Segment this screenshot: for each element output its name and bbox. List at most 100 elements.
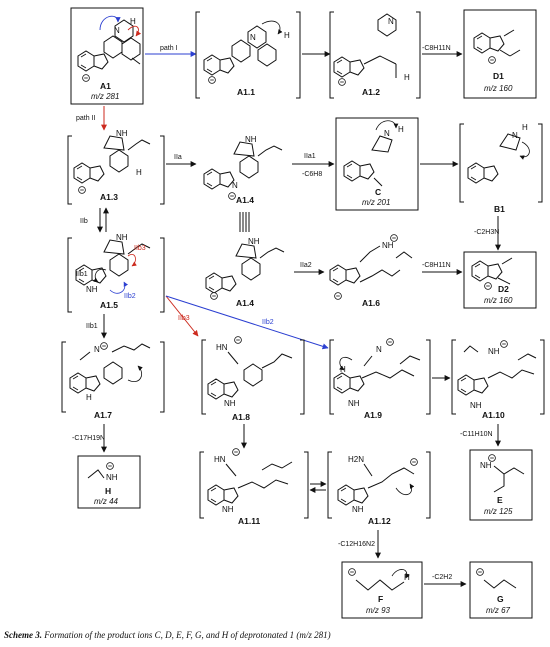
svg-text:NH: NH	[222, 505, 234, 514]
mz-C: m/z 201	[362, 198, 390, 207]
arrow-label-IIb3: IIb3	[178, 315, 190, 322]
label-A1-7: A1.7	[94, 410, 112, 420]
caption-text: Formation of the product ions C, D, E, F…	[44, 630, 331, 640]
svg-text:NH: NH	[245, 135, 257, 144]
svg-text:H2N: H2N	[348, 455, 364, 464]
arrow-IIb2: IIb2	[165, 295, 329, 350]
svg-text:H: H	[398, 125, 404, 134]
scheme-caption: Scheme 3. Formation of the product ions …	[4, 630, 544, 640]
svg-text:N: N	[232, 181, 238, 190]
label-G: G	[497, 594, 504, 604]
label-A1-10: A1.10	[482, 410, 505, 420]
arrow-label-loss-C2H2: -C2H2	[432, 574, 452, 581]
arrow-label-loss-C2H3N: -C2H3N	[474, 229, 499, 236]
compound-A1-8: HN NH A1.8	[201, 336, 305, 422]
arrow-path-II: path II	[76, 106, 107, 131]
A1-5-IIb2: IIb2	[124, 293, 136, 300]
label-A1-1: A1.1	[237, 87, 255, 97]
label-B1: B1	[494, 204, 505, 214]
compound-A1-4-top: NH N A1.4	[203, 135, 283, 205]
svg-text:H: H	[284, 31, 290, 40]
svg-text:NH: NH	[248, 237, 260, 246]
label-A1-12: A1.12	[368, 516, 391, 526]
mz-D2: m/z 160	[484, 296, 513, 305]
svg-text:NH: NH	[116, 129, 128, 138]
arrow-IIa: IIa	[166, 154, 197, 167]
arrow-label-IIa2: IIa2	[300, 262, 312, 269]
arrow-label-loss-C8H11N-2: -C8H11N	[422, 262, 451, 269]
compound-A1-1: N H A1.1	[195, 11, 301, 99]
svg-text:N: N	[512, 131, 518, 140]
arrow-loss-C2H2: -C2H2	[424, 574, 467, 587]
arrow-label-path-I: path I	[160, 45, 178, 52]
mz-A1: m/z 281	[91, 92, 119, 101]
compound-B1: N H B1	[459, 123, 543, 214]
arrow-label-path-II: path II	[76, 115, 96, 122]
label-A1-2: A1.2	[362, 87, 380, 97]
label-A1-6: A1.6	[362, 298, 380, 308]
compound-A1-11: HN NH A1.11	[199, 448, 309, 526]
arrow-label-loss-C11H10N: -C11H10N	[460, 431, 493, 438]
svg-text:N: N	[388, 17, 394, 26]
compound-A1-5: NH NH IIb1 IIb2 IIb3 A1.5	[67, 233, 165, 313]
svg-text:NH: NH	[382, 241, 394, 250]
label-A1-3: A1.3	[100, 192, 118, 202]
arrow-label-loss-C8H11N-1: -C8H11N	[422, 45, 451, 52]
svg-text:N: N	[94, 345, 100, 354]
svg-text:N: N	[114, 26, 120, 35]
mz-G: m/z 67	[486, 606, 511, 615]
svg-text:NH: NH	[470, 401, 482, 410]
label-A1-11: A1.11	[238, 516, 260, 526]
svg-text:H: H	[136, 168, 142, 177]
label-A1-4-top: A1.4	[236, 195, 254, 205]
compound-A1-3: NH H A1.3	[67, 129, 165, 205]
arrow-label-loss-C6H8: -C6H8	[302, 171, 322, 178]
compound-A1: N H A1 m/z 281	[70, 7, 144, 105]
arrow-path-I: path I	[145, 45, 197, 57]
mz-E: m/z 125	[484, 507, 513, 516]
svg-text:NH: NH	[480, 461, 492, 470]
arrow-loss-C8H11N-2: -C8H11N	[422, 262, 463, 275]
svg-text:H: H	[522, 123, 528, 132]
caption-prefix: Scheme 3.	[4, 630, 42, 640]
compound-F: H F m/z 93	[341, 561, 423, 619]
svg-text:N: N	[384, 129, 390, 138]
svg-text:NH: NH	[86, 285, 98, 294]
arrow-label-IIb2: IIb2	[262, 319, 274, 326]
arrow-loss-C12H16N2: -C12H16N2	[338, 530, 381, 559]
svg-text:HN: HN	[214, 455, 226, 464]
arrow-label-IIa: IIa	[174, 154, 182, 161]
arrow-loss-C17H19N: -C17H19N	[72, 424, 107, 453]
label-A1-8: A1.8	[232, 412, 250, 422]
A1-5-IIb3: IIb3	[134, 245, 146, 252]
label-A1-4-bottom: A1.4	[236, 298, 254, 308]
compound-E: NH E m/z 125	[469, 449, 533, 521]
arrow-loss-C8H11N-1: -C8H11N	[422, 45, 463, 57]
svg-text:NH: NH	[352, 505, 364, 514]
arrow-label-IIb1: IIb1	[86, 323, 98, 330]
compound-G: G m/z 67	[469, 561, 533, 619]
compound-A1-6: NH A1.6	[329, 234, 413, 308]
label-F: F	[378, 594, 383, 604]
compound-H: NH H m/z 44	[77, 455, 141, 509]
label-E: E	[497, 495, 503, 505]
svg-text:N: N	[250, 33, 256, 42]
compound-A1-7: N H A1.7	[61, 341, 165, 420]
compound-A1-9: N H NH A1.9	[329, 338, 431, 420]
label-A1: A1	[100, 81, 111, 91]
compound-A1-12: H2N NH A1.12	[327, 451, 431, 526]
label-C: C	[375, 187, 381, 197]
svg-text:N: N	[376, 345, 382, 354]
label-A1-9: A1.9	[364, 410, 382, 420]
arrow-IIb: IIb	[80, 207, 109, 233]
svg-text:NH: NH	[106, 473, 118, 482]
svg-text:NH: NH	[348, 399, 360, 408]
svg-text:H: H	[404, 73, 410, 82]
arrow-label-IIa1: IIa1	[304, 153, 316, 160]
arrow-loss-C11H10N: -C11H10N	[460, 424, 501, 447]
compound-D1: D1 m/z 160	[463, 9, 537, 99]
mz-F: m/z 93	[366, 606, 391, 615]
equilibrium-A1-11-A1-12	[309, 481, 327, 493]
svg-text:NH: NH	[116, 233, 128, 242]
